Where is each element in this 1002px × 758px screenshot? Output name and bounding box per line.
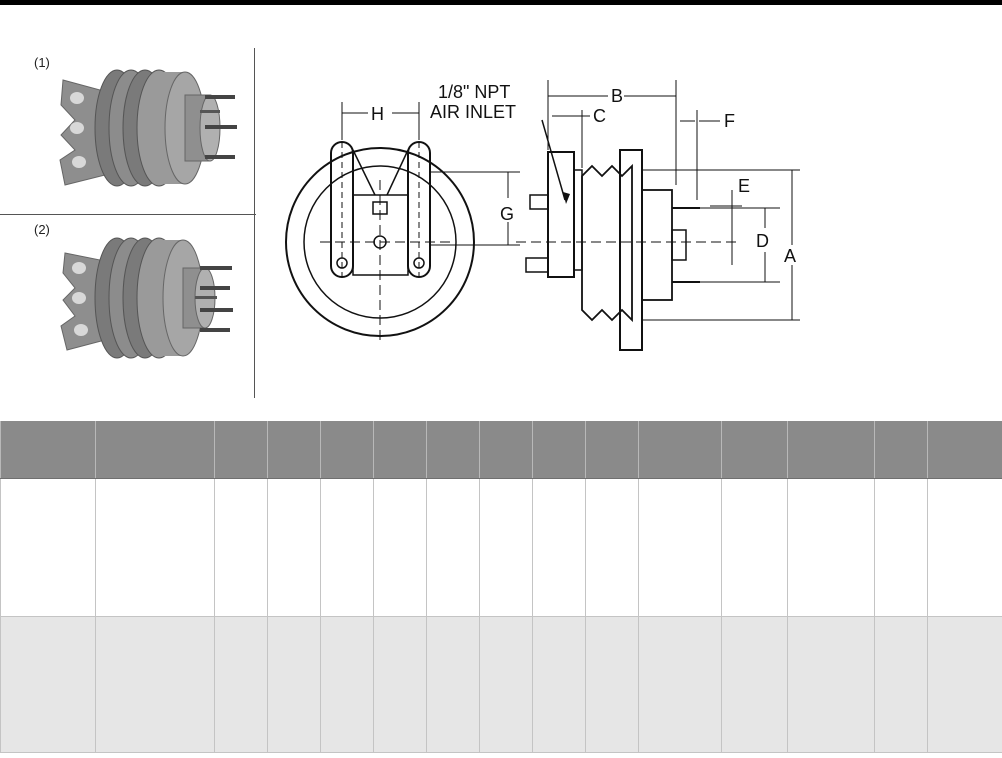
table-header-row xyxy=(0,421,1002,479)
table-cell xyxy=(787,616,875,753)
table-cell xyxy=(267,478,321,617)
column-header xyxy=(585,421,639,479)
fan-clutch-photo-2 xyxy=(60,237,233,359)
column-header xyxy=(373,421,427,479)
column-header xyxy=(874,421,928,479)
label-F: F xyxy=(724,111,735,131)
spec-table xyxy=(0,421,1002,753)
table-cell xyxy=(0,478,96,617)
table-cell xyxy=(267,616,321,753)
column-header xyxy=(267,421,321,479)
column-header xyxy=(320,421,374,479)
table-cell xyxy=(95,616,215,753)
table-cell xyxy=(585,478,639,617)
table-cell xyxy=(320,616,374,753)
label-C: C xyxy=(593,106,606,126)
label-B: B xyxy=(611,86,623,106)
table-cell xyxy=(585,616,639,753)
column-header xyxy=(426,421,480,479)
top-bar xyxy=(0,0,1002,5)
column-header xyxy=(95,421,215,479)
side-view-bracket xyxy=(547,151,575,278)
fan-clutch-photo-1 xyxy=(59,69,237,187)
table-cell xyxy=(426,478,480,617)
table-cell xyxy=(721,616,788,753)
label-G: G xyxy=(500,204,514,224)
table-cell xyxy=(95,478,215,617)
vertical-divider xyxy=(254,48,255,398)
table-cell xyxy=(638,616,722,753)
column-header xyxy=(638,421,722,479)
table-cell xyxy=(927,478,1002,617)
label-A: A xyxy=(784,246,796,266)
photo-2-label: (2) xyxy=(34,222,50,237)
table-cell xyxy=(214,478,268,617)
table-cell xyxy=(532,478,586,617)
horizontal-divider xyxy=(0,214,256,215)
column-header xyxy=(532,421,586,479)
table-row xyxy=(0,616,1002,753)
table-cell xyxy=(532,616,586,753)
label-E: E xyxy=(738,176,750,196)
photo-1-label: (1) xyxy=(34,55,50,70)
label-H: H xyxy=(371,104,384,124)
table-cell xyxy=(214,616,268,753)
table-cell xyxy=(479,616,533,753)
table-cell xyxy=(874,616,928,753)
column-header xyxy=(0,421,96,479)
table-cell xyxy=(927,616,1002,753)
table-row xyxy=(0,478,1002,617)
table-cell xyxy=(721,478,788,617)
table-cell xyxy=(373,616,427,753)
column-header xyxy=(721,421,788,479)
table-cell xyxy=(426,616,480,753)
dimension-diagram: H G 1/8" NPT AIR INLET B C F E D A xyxy=(285,80,800,351)
air-inlet-label-line2: AIR INLET xyxy=(430,102,516,122)
column-header xyxy=(214,421,268,479)
label-D: D xyxy=(756,231,769,251)
table-cell xyxy=(787,478,875,617)
table-cell xyxy=(479,478,533,617)
column-header xyxy=(927,421,1002,479)
table-cell xyxy=(638,478,722,617)
table-cell xyxy=(874,478,928,617)
table-cell xyxy=(320,478,374,617)
column-header xyxy=(787,421,875,479)
air-inlet-label-line1: 1/8" NPT xyxy=(438,82,510,102)
table-cell xyxy=(373,478,427,617)
column-header xyxy=(479,421,533,479)
table-cell xyxy=(0,616,96,753)
